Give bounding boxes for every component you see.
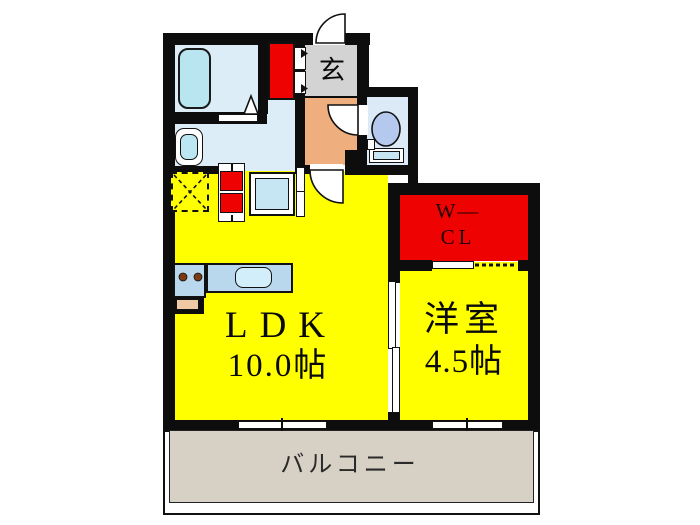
washroom-sliding-door-upper [296, 167, 305, 193]
washroom-storage-lower [220, 193, 243, 213]
kitchen-sink [235, 267, 272, 288]
washroom-sliding-door-lower [296, 191, 305, 217]
western-room-name: 洋室 [423, 300, 504, 339]
washroom-storage-upper [220, 171, 243, 191]
balcony-floor [169, 430, 534, 503]
room-divider-sliding-door-left [388, 281, 396, 349]
western-room-size: 4.5帖 [424, 344, 504, 380]
genkan-floor [303, 45, 357, 97]
wcl-label-line1: W— [435, 199, 481, 223]
wall-right [528, 183, 540, 430]
wall-toilet-bottom [345, 165, 418, 175]
toilet-tank-water [373, 151, 400, 160]
kitchen-shelf [176, 299, 199, 310]
wall-wcl-top [390, 183, 540, 195]
wall-bottom [163, 420, 540, 430]
kitchen-counter [206, 263, 293, 293]
wall-toilet-left [357, 97, 367, 175]
western-room-window-tick [466, 418, 468, 431]
balcony-label: バルコニー [280, 452, 420, 478]
wall-washroom-hall [295, 42, 305, 167]
storage-cap-divider-bottom [231, 215, 233, 221]
kitchen-burner-unit [173, 263, 206, 298]
washing-machine [255, 178, 289, 210]
wcl-label-line2: CL [440, 225, 476, 249]
room-divider-sliding-door-right [392, 347, 400, 413]
ldk-door-opening [310, 164, 343, 174]
refrigerator-space [171, 172, 209, 212]
bathroom-door-sill [218, 114, 258, 122]
bathtub [178, 48, 211, 109]
storage-cap-divider-top [231, 164, 233, 171]
wcl-sliding-door [432, 261, 474, 269]
wall-wcl-bottom-right [518, 260, 528, 271]
genkan-step-line [303, 96, 357, 98]
ldk-window-tick [281, 418, 283, 431]
walkin-closet-floor [400, 195, 528, 261]
wall-wcl-left [388, 183, 400, 283]
wall-left [163, 33, 175, 430]
wall-washroom-bottom [163, 166, 222, 174]
western-room-floor [400, 262, 528, 420]
ldk-room-name: LDK [224, 305, 338, 346]
toilet-door-opening [356, 105, 368, 135]
entrance-door-opening [315, 33, 345, 45]
ldk-room-size: 10.0帖 [227, 348, 329, 384]
wall-toilet-right [408, 87, 418, 195]
wall-wcl-bottom-left [388, 260, 432, 271]
toilet-flush-handle [367, 139, 375, 150]
shoe-cabinet [268, 42, 295, 100]
wall-bathroom-right [258, 42, 268, 114]
washroom-basin [180, 134, 198, 160]
wall-toilet-top [357, 87, 418, 97]
wall-genkan-right [357, 33, 369, 97]
genkan-folding-door-upper [294, 47, 306, 70]
genkan-folding-door-lower [294, 71, 306, 94]
genkan-label: 玄 [318, 56, 345, 85]
washroom-floor-extension [267, 100, 295, 124]
